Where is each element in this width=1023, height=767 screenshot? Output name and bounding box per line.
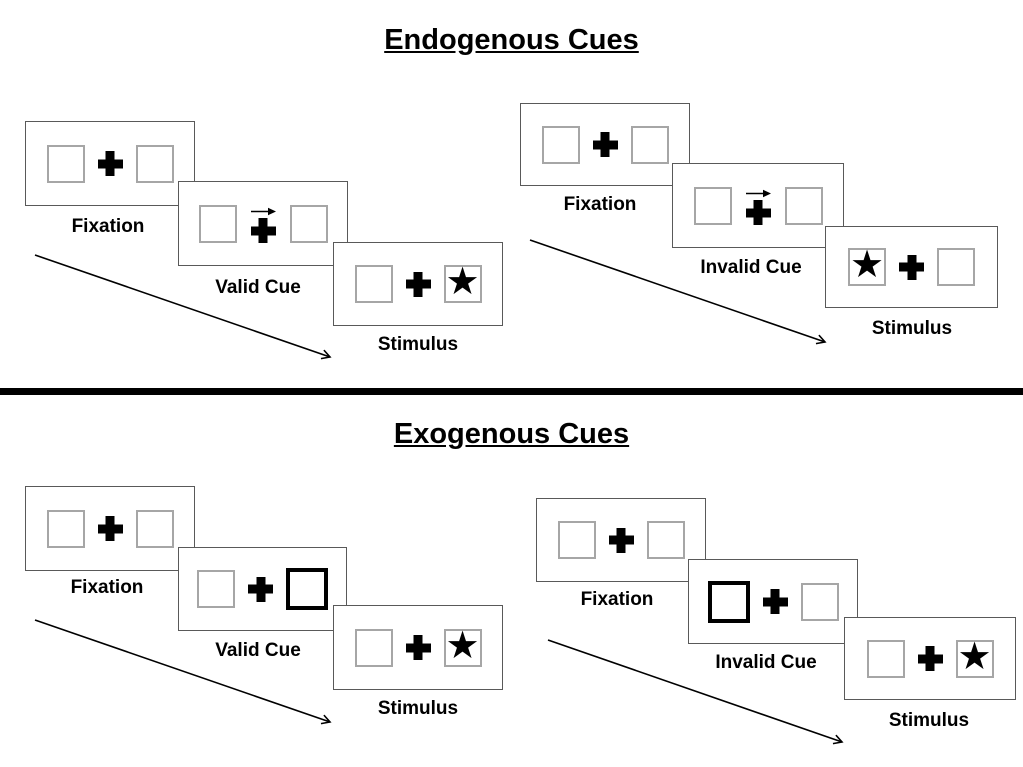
fixation-cross-icon bbox=[406, 272, 431, 297]
fixation-cross-icon bbox=[248, 577, 273, 602]
left-placeholder-box bbox=[198, 204, 237, 243]
exogenous-section-title: Exogenous Cues bbox=[393, 418, 630, 450]
left-placeholder-box bbox=[693, 186, 732, 225]
timeline-arrow-endogenous-valid bbox=[34, 254, 332, 360]
left-placeholder-box bbox=[557, 521, 596, 559]
endogenous-invalid-fixation-label: Fixation bbox=[563, 194, 637, 215]
exogenous-invalid-fixation-label: Fixation bbox=[580, 589, 654, 610]
fixation-cross-icon bbox=[593, 132, 618, 157]
fixation-center-group bbox=[406, 635, 431, 660]
right-placeholder-box bbox=[630, 125, 669, 164]
star-icon: ★ bbox=[849, 244, 885, 286]
star-icon: ★ bbox=[445, 624, 480, 667]
fixation-cross-icon bbox=[763, 589, 788, 614]
exogenous-valid-fixation-label: Fixation bbox=[70, 577, 144, 598]
left-cue-highlight-box bbox=[707, 580, 750, 623]
right-placeholder-box bbox=[135, 509, 174, 548]
fixation-center-group bbox=[918, 646, 943, 671]
section-divider-line bbox=[0, 388, 1023, 395]
left-placeholder-box bbox=[541, 125, 580, 164]
fixation-cross-icon bbox=[746, 200, 771, 225]
fixation-cross-icon bbox=[609, 528, 634, 553]
endogenous-invalid-cue-panel bbox=[672, 163, 844, 248]
fixation-center-group bbox=[98, 516, 123, 541]
fixation-center-group bbox=[406, 272, 431, 297]
left-placeholder-box bbox=[354, 265, 393, 303]
endogenous-valid-cue-panel bbox=[178, 181, 348, 266]
fixation-cross-icon bbox=[98, 151, 123, 176]
exogenous-invalid-cue-label: Invalid Cue bbox=[715, 652, 817, 673]
right-placeholder-box bbox=[784, 186, 823, 225]
left-placeholder-box bbox=[866, 639, 905, 678]
fixation-center-group bbox=[593, 132, 618, 157]
fixation-cross-icon bbox=[406, 635, 431, 660]
right-placeholder-box bbox=[135, 144, 174, 183]
exogenous-invalid-cue-panel bbox=[688, 559, 858, 644]
exogenous-valid-cue-panel bbox=[178, 547, 347, 631]
right-placeholder-box bbox=[800, 582, 839, 621]
fixation-cross-icon bbox=[899, 255, 924, 280]
right-stimulus-star-box: ★ bbox=[443, 261, 482, 303]
fixation-cross-icon bbox=[918, 646, 943, 671]
fixation-cross-icon bbox=[251, 218, 276, 243]
fixation-center-group bbox=[98, 151, 123, 176]
timeline-arrow-endogenous-invalid bbox=[529, 239, 827, 345]
left-placeholder-box bbox=[354, 628, 393, 667]
endogenous-section-title: Endogenous Cues bbox=[384, 24, 639, 56]
fixation-center-group bbox=[250, 204, 277, 243]
left-placeholder-box bbox=[46, 144, 85, 183]
endogenous-valid-fixation-panel bbox=[25, 121, 195, 206]
right-stimulus-star-box: ★ bbox=[443, 624, 482, 667]
fixation-center-group bbox=[763, 589, 788, 614]
exogenous-valid-stimulus-label: Stimulus bbox=[377, 698, 459, 719]
right-placeholder-box bbox=[646, 521, 685, 559]
endogenous-invalid-stimulus-label: Stimulus bbox=[871, 318, 953, 339]
timeline-arrow-exogenous-valid bbox=[34, 619, 332, 725]
exogenous-valid-fixation-panel bbox=[25, 486, 195, 571]
exogenous-invalid-fixation-panel bbox=[536, 498, 706, 582]
cue-right-arrow-icon bbox=[250, 204, 277, 216]
left-placeholder-box bbox=[46, 509, 85, 548]
left-placeholder-box bbox=[197, 570, 235, 608]
right-placeholder-box bbox=[937, 248, 975, 286]
fixation-center-group bbox=[609, 528, 634, 553]
fixation-center-group bbox=[899, 255, 924, 280]
fixation-center-group bbox=[248, 577, 273, 602]
fixation-center-group bbox=[745, 186, 772, 225]
right-stimulus-star-box: ★ bbox=[955, 635, 994, 678]
fixation-cross-icon bbox=[98, 516, 123, 541]
endogenous-invalid-fixation-panel bbox=[520, 103, 690, 186]
cue-right-arrow-icon bbox=[745, 186, 772, 198]
endogenous-invalid-stimulus-panel: ★ bbox=[825, 226, 998, 308]
exogenous-valid-cue-label: Valid Cue bbox=[215, 640, 301, 661]
exogenous-valid-stimulus-panel: ★ bbox=[333, 605, 503, 690]
right-cue-highlight-box bbox=[286, 568, 328, 610]
star-icon: ★ bbox=[445, 261, 480, 303]
exogenous-invalid-stimulus-panel: ★ bbox=[844, 617, 1016, 700]
endogenous-invalid-cue-label: Invalid Cue bbox=[700, 257, 802, 278]
endogenous-valid-cue-label: Valid Cue bbox=[215, 277, 301, 298]
endogenous-valid-fixation-label: Fixation bbox=[71, 216, 145, 237]
star-icon: ★ bbox=[957, 635, 992, 678]
endogenous-valid-stimulus-label: Stimulus bbox=[377, 334, 459, 355]
left-stimulus-star-box: ★ bbox=[848, 244, 886, 286]
endogenous-valid-stimulus-panel: ★ bbox=[333, 242, 503, 326]
right-placeholder-box bbox=[289, 204, 328, 243]
exogenous-invalid-stimulus-label: Stimulus bbox=[888, 710, 970, 731]
